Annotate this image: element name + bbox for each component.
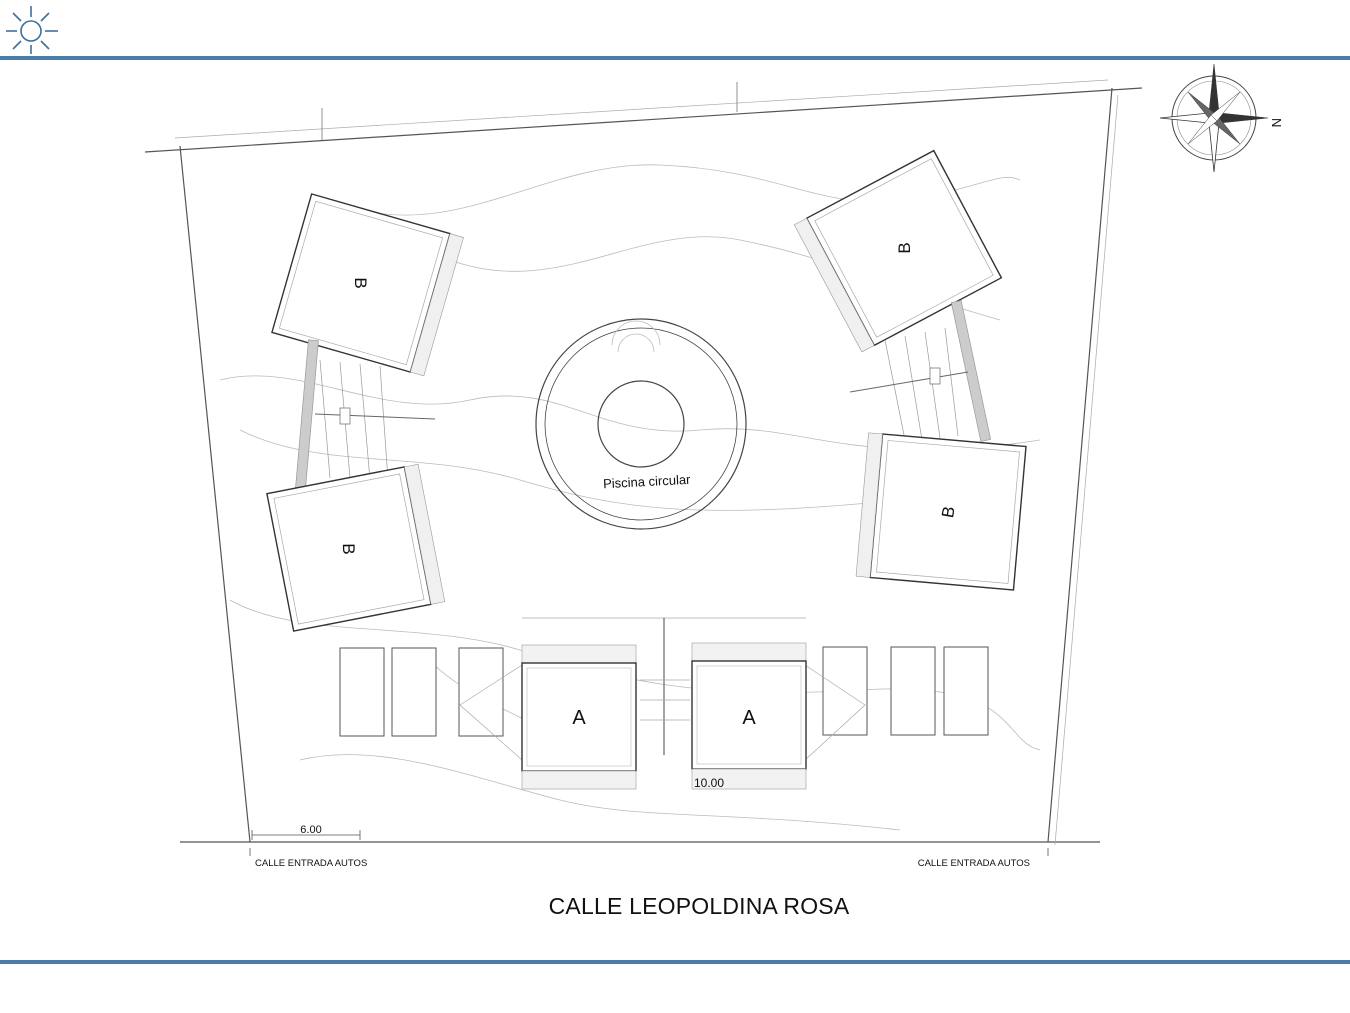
compass-rose-icon: N: [1159, 63, 1284, 173]
unit-b-label: B: [351, 277, 370, 288]
unit-b-bottom-right: B: [855, 432, 1027, 591]
street-name: CALLE LEOPOLDINA ROSA: [548, 893, 850, 919]
access-ramps: [459, 617, 866, 761]
footer-divider: [0, 960, 1350, 964]
unit-a-label: A: [742, 707, 756, 729]
header-bar: [0, 0, 1350, 60]
site-boundary: [144, 79, 1143, 846]
entrance-right-label: CALLE ENTRADA AUTOS: [918, 858, 1030, 869]
north-symbol: N: [1269, 118, 1284, 127]
unit-b-label: B: [938, 505, 959, 519]
dimension-left: 6.00: [300, 824, 321, 836]
walkway-right: [849, 300, 992, 442]
unit-b-top-left: B: [271, 193, 464, 377]
unit-b-label: B: [895, 242, 914, 253]
entrance-left-label: CALLE ENTRADA AUTOS: [255, 858, 367, 869]
unit-a-label: A: [572, 707, 586, 729]
dimension-lines: [249, 830, 1049, 856]
unit-a-left: A: [521, 644, 637, 790]
sun-icon: [6, 6, 58, 54]
unit-a-right: A: [691, 642, 807, 790]
unit-b-label: B: [339, 543, 358, 555]
dimension-bottom: 10.00: [694, 776, 724, 790]
unit-b-top-right: B: [793, 149, 1003, 353]
pool-label: Piscina circular: [603, 472, 692, 492]
circular-pool: [535, 318, 747, 530]
header-divider: [0, 56, 1350, 60]
parking-spaces: [339, 646, 989, 737]
unit-b-bottom-left: B: [266, 463, 446, 632]
